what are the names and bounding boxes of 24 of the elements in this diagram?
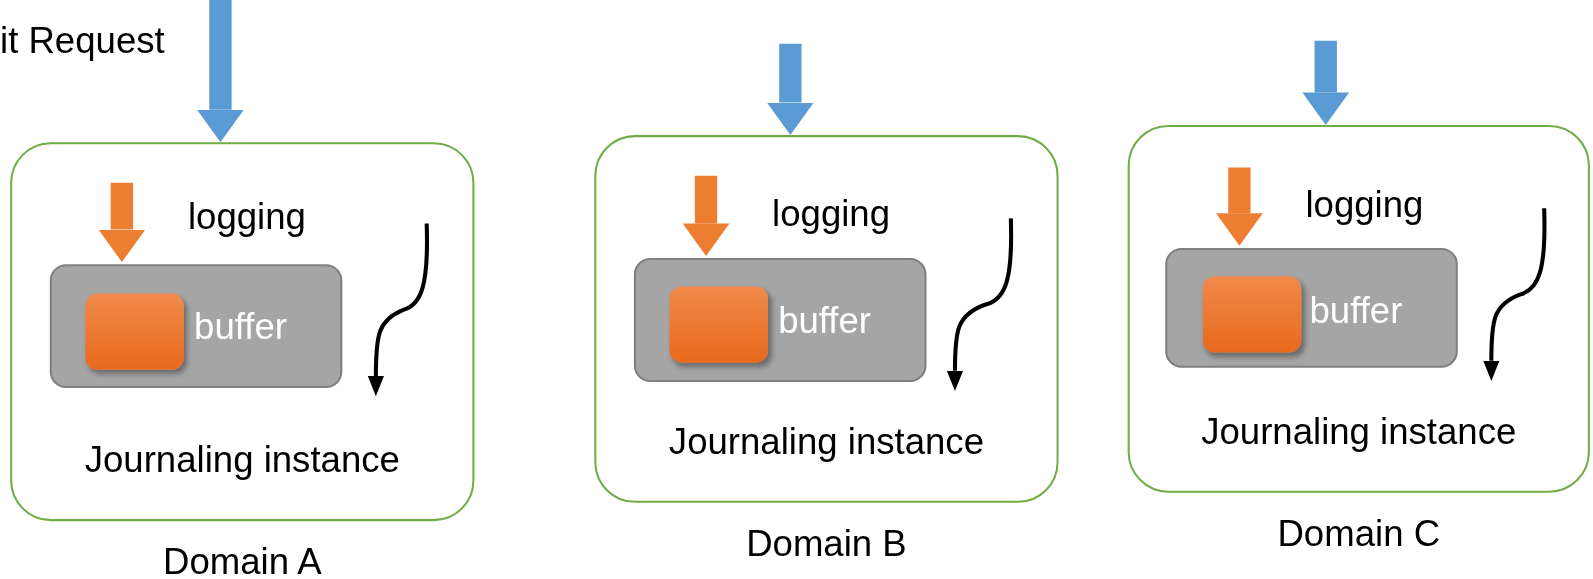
buffer-block <box>1202 276 1302 353</box>
buffer-label: buffer <box>778 302 872 340</box>
arrow <box>1302 40 1350 125</box>
buffer-block <box>669 286 768 363</box>
panel-title: Journaling instance <box>667 423 985 461</box>
node-label: Domain A <box>162 543 323 579</box>
arrow <box>682 175 730 256</box>
arrow <box>1216 167 1263 246</box>
buffer-block <box>85 293 184 370</box>
panel-title: Journaling instance <box>83 441 401 479</box>
panel-title: Journaling instance <box>1200 413 1518 451</box>
rounded-panel <box>594 135 1059 503</box>
arrow <box>767 43 814 136</box>
buffer-box <box>1165 247 1458 368</box>
rounded-panel <box>1127 124 1590 493</box>
buffer-label: buffer <box>194 308 287 346</box>
node-label: Domain B <box>745 525 908 562</box>
buffer-box <box>49 264 343 389</box>
buffer-label: buffer <box>1309 292 1403 330</box>
rounded-panel <box>10 142 475 522</box>
arrow <box>197 0 244 143</box>
node-label: Domain C <box>1276 515 1442 552</box>
arrow <box>98 182 146 263</box>
buffer-box <box>633 258 927 382</box>
